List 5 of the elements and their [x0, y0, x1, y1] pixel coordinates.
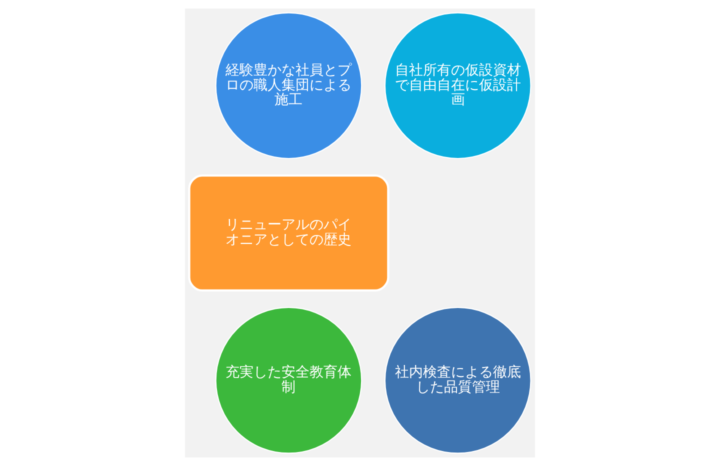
node-circle: 経験豊かな社員とプロの職人集団による施工	[215, 12, 362, 160]
node-circle: 自社所有の仮設資材で自由自在に仮設計画	[384, 12, 532, 160]
node-circle: 社内検査による徹底した品質管理	[384, 306, 532, 454]
node-box: リニューアルのパイオニアとしての歴史	[188, 174, 390, 292]
node-circle: 充実した安全教育体制	[215, 306, 362, 454]
